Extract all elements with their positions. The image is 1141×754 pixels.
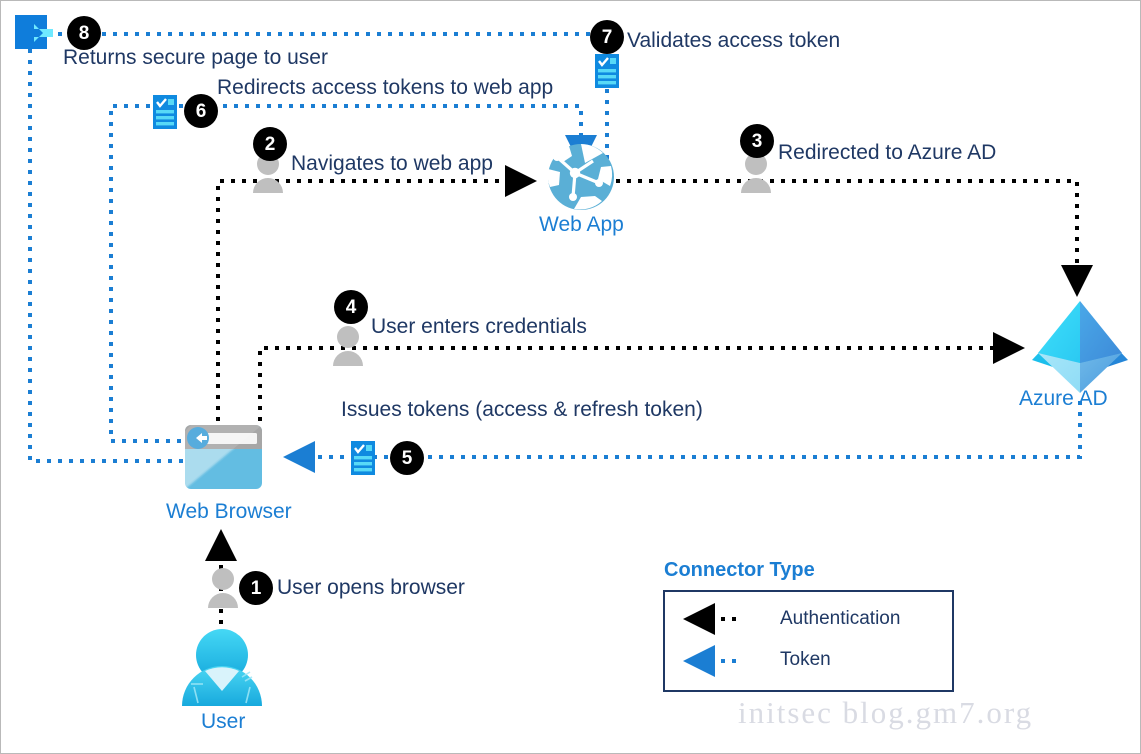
step-label-2: Navigates to web app (291, 152, 493, 175)
globe-network-icon (547, 144, 614, 210)
browser-window-icon (185, 425, 262, 489)
node-label-web-app: Web App (539, 213, 624, 236)
step-label-4: User enters credentials (371, 315, 587, 338)
step-label-3: Redirected to Azure AD (778, 141, 997, 164)
step-badge-5[interactable]: 5 (390, 441, 424, 475)
step-badge-7[interactable]: 7 (590, 20, 624, 54)
connector-3-redirected-to-azure-ad (616, 179, 1093, 297)
step-badge-2[interactable]: 2 (253, 127, 287, 161)
token-document-icon-5 (351, 441, 375, 475)
step-label-8: Returns secure page to user (63, 46, 328, 69)
step-badge-4[interactable]: 4 (334, 290, 368, 324)
step-label-7: Validates access token (627, 29, 841, 52)
step-badge-3[interactable]: 3 (740, 124, 774, 158)
step-badge-8[interactable]: 8 (67, 16, 101, 50)
connector-2-navigates-to-web-app (216, 165, 537, 421)
secure-page-arrow-icon (15, 15, 53, 49)
step-badge-6[interactable]: 6 (184, 94, 218, 128)
person-icon-step-1 (208, 568, 238, 608)
step-label-5: Issues tokens (access & refresh token) (341, 398, 703, 421)
watermark: initsec blog.gm7.org (738, 695, 1034, 730)
connector-6-redirects-access-tokens (109, 104, 597, 443)
step-label-6: Redirects access tokens to web app (217, 76, 554, 99)
connector-8-returns-secure-page (28, 32, 601, 463)
connector-5-issues-tokens (283, 401, 1082, 473)
step-badge-1[interactable]: 1 (239, 571, 273, 605)
legend-label-token: Token (780, 649, 831, 670)
token-document-icon-6 (153, 95, 177, 129)
legend-label-authentication: Authentication (780, 608, 901, 629)
legend-box (663, 590, 954, 692)
node-label-user: User (201, 710, 246, 733)
node-label-web-browser: Web Browser (166, 500, 292, 523)
person-icon-step-4 (333, 326, 363, 366)
token-document-icon-7 (595, 54, 619, 88)
node-label-azure-ad: Azure AD (1019, 387, 1108, 410)
person-icon-step-3 (741, 153, 771, 193)
connector-4-user-enters-credentials (258, 332, 1025, 421)
azure-ad-diamond-icon (1032, 301, 1128, 393)
person-avatar-icon (182, 629, 262, 706)
step-label-1: User opens browser (277, 576, 465, 599)
legend-title: Connector Type (664, 559, 815, 581)
